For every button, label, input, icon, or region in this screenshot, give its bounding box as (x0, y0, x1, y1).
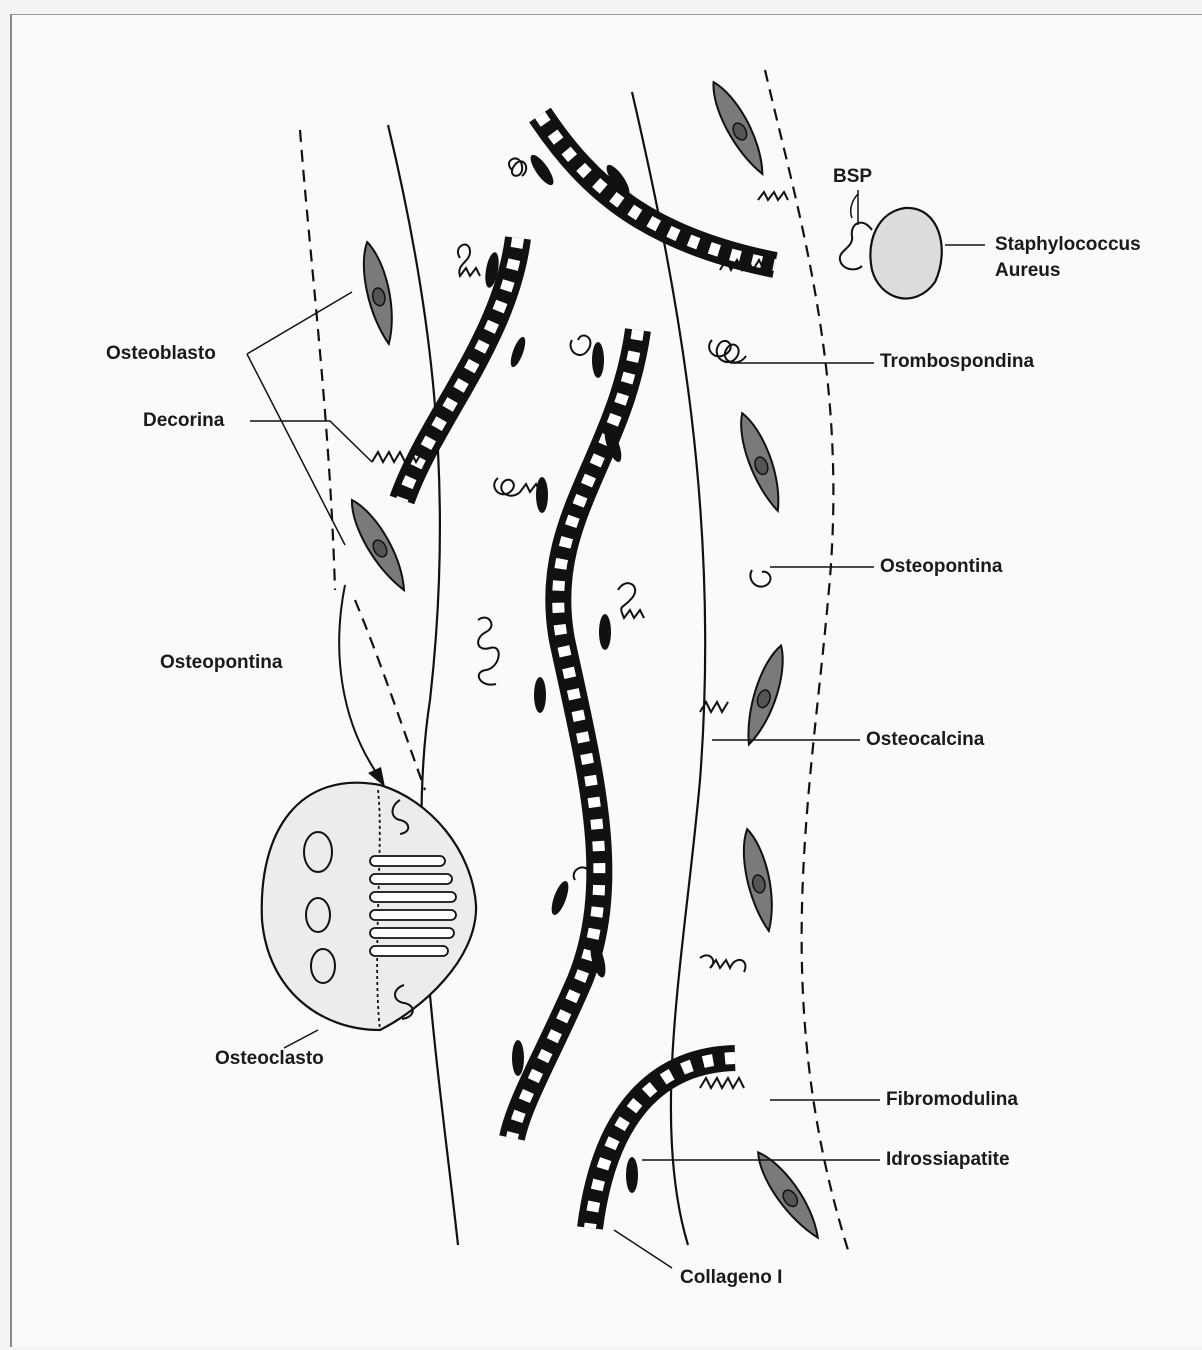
label-osteopontina-left: Osteopontina (160, 651, 282, 675)
osteocyte-cell-2 (732, 409, 788, 514)
label-collageno: Collageno I (680, 1266, 782, 1290)
label-staphylococcus-line2: Aureus (995, 259, 1060, 283)
label-osteopontina-right: Osteopontina (880, 555, 1002, 579)
label-osteoclasto: Osteoclasto (215, 1047, 324, 1071)
staphylococcus-bacterium (840, 194, 942, 299)
label-bsp: BSP (833, 165, 872, 189)
label-idrossiapatite: Idrossiapatite (886, 1148, 1010, 1172)
boundary-dashed-left (300, 130, 335, 590)
label-trombospondina: Trombospondina (880, 350, 1034, 374)
label-fibromodulina: Fibromodulina (886, 1088, 1018, 1112)
osteocyte-cell-1 (704, 77, 772, 179)
osteocyte-cell-4 (737, 827, 780, 933)
osteoblast-cell-lower (343, 494, 414, 595)
label-decorina: Decorina (143, 409, 224, 433)
label-osteocalcina: Osteocalcina (866, 728, 984, 752)
osteopontina-arrow (339, 585, 378, 775)
label-osteoblasto: Osteoblasto (106, 342, 216, 366)
osteoblast-cell-upper (357, 240, 400, 346)
osteocyte-cell-3 (739, 642, 792, 748)
boundary-solid-left (388, 125, 458, 1245)
boundary-dashed-left-lower (355, 600, 425, 790)
osteoclast-cell (262, 783, 476, 1030)
label-staphylococcus-line1: Staphylococcus (995, 233, 1141, 257)
